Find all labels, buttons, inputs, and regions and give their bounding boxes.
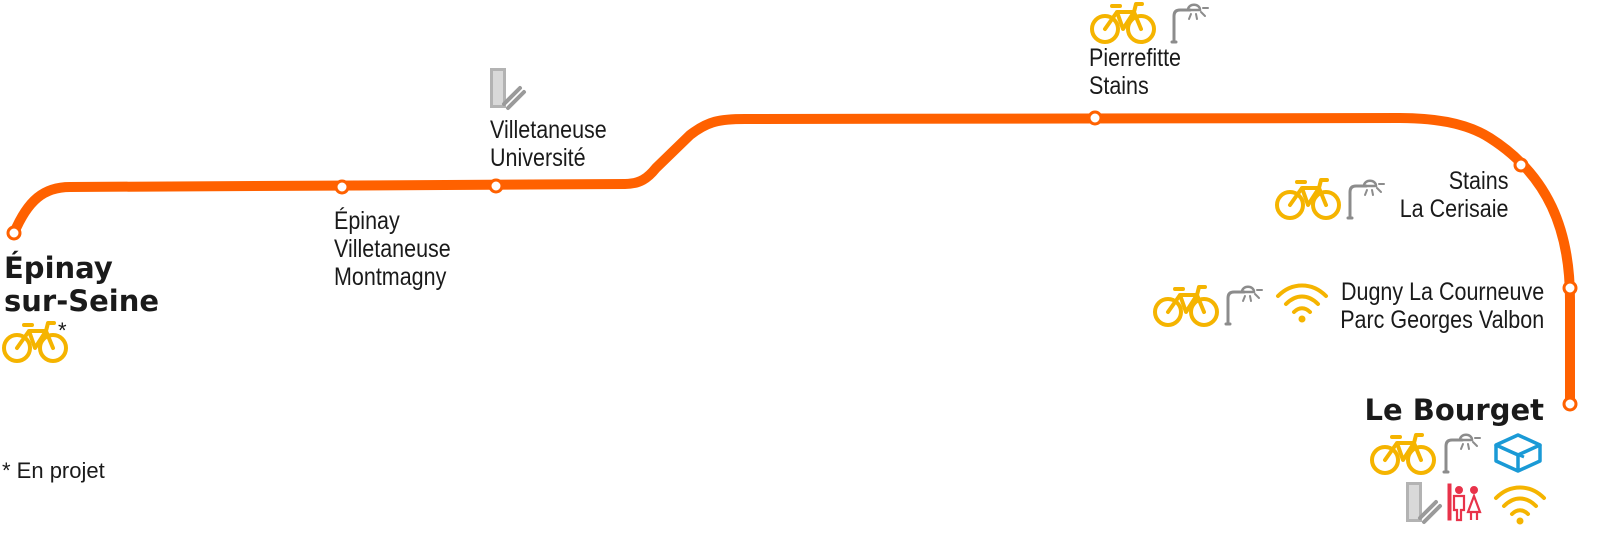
bike-icon [1275, 178, 1341, 220]
station-label-villetaneuse-universite[interactable]: Villetaneuse Université [490, 116, 607, 172]
wifi-icon [1494, 485, 1546, 526]
street-lamp-icon [1346, 179, 1386, 220]
station-marker-pierrefitte-stains[interactable] [1087, 110, 1103, 126]
bike-icon [1090, 2, 1156, 44]
station-name-line: La Cerisaie [1399, 195, 1508, 223]
station-label-dugny-la-courneuve[interactable]: Dugny La Courneuve Parc Georges Valbon [1340, 278, 1544, 334]
station-marker-villetaneuse-universite[interactable] [488, 178, 504, 194]
station-name-line: sur-Seine [4, 284, 160, 318]
station-name-line: Parc Georges Valbon [1340, 306, 1544, 334]
station-name-line: Stains [1089, 72, 1149, 100]
station-label-stains-la-cerisaie[interactable]: Stains La Cerisaie [1399, 167, 1508, 223]
station-label-epinay-sur-seine[interactable]: Épinay sur-Seine [4, 252, 159, 318]
parcel-locker-icon [1494, 433, 1542, 473]
station-label-epinay-villetaneuse-montmagny[interactable]: Épinay Villetaneuse Montmagny [334, 207, 451, 291]
station-marker-le-bourget[interactable] [1562, 396, 1578, 412]
footnote-marker: * [58, 318, 67, 343]
station-name-line: Université [490, 144, 586, 172]
bike-icon [1370, 433, 1436, 475]
street-lamp-icon [1442, 433, 1482, 474]
station-name-line: Épinay [334, 207, 400, 235]
station-marker-epinay-sur-seine[interactable] [6, 225, 22, 241]
station-marker-epinay-villetaneuse-montmagny[interactable] [334, 179, 350, 195]
station-label-pierrefitte-stains[interactable]: Pierrefitte Stains [1089, 44, 1181, 100]
station-name-line: Pierrefitte [1089, 44, 1182, 72]
station-marker-stains-la-cerisaie[interactable] [1513, 157, 1529, 173]
wifi-icon [1276, 283, 1328, 324]
station-name-line: Le Bourget [1364, 393, 1544, 427]
station-name-line: Montmagny [334, 263, 447, 291]
station-name-line: Dugny La Courneuve [1340, 278, 1544, 306]
ticket-machine-icon [488, 66, 526, 110]
station-name-line: Épinay [4, 251, 113, 285]
station-name-line: Stains [1448, 167, 1508, 195]
station-label-le-bourget[interactable]: Le Bourget [1364, 394, 1544, 427]
station-marker-dugny-la-courneuve[interactable] [1562, 280, 1578, 296]
station-name-line: Villetaneuse [334, 235, 451, 263]
bike-icon [2, 321, 68, 363]
toilets-icon [1447, 483, 1482, 522]
station-name-line: Villetaneuse [490, 116, 607, 144]
tram-line-path [9, 113, 1575, 409]
street-lamp-icon [1170, 3, 1210, 44]
street-lamp-icon [1224, 285, 1264, 326]
ticket-machine-icon [1404, 480, 1442, 524]
station-markers [6, 110, 1578, 412]
footnote: * En projet [2, 458, 105, 483]
bike-icon [1153, 285, 1219, 327]
